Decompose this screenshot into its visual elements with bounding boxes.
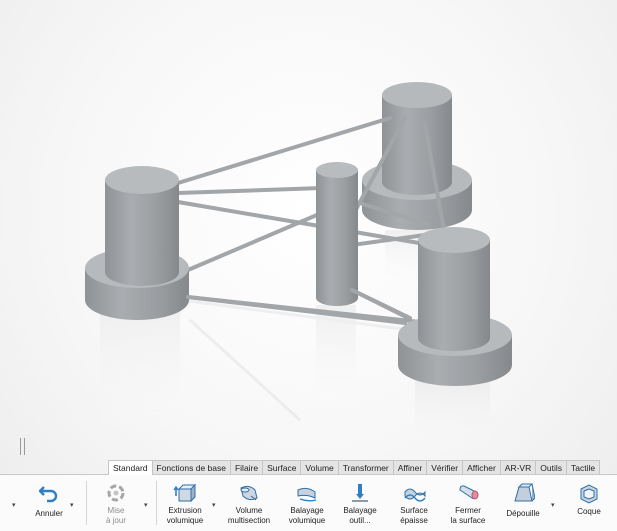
thick-surface-label: Surface épaisse <box>400 506 428 525</box>
shell-icon <box>576 481 602 505</box>
tab-tactile[interactable]: Tactile <box>565 460 601 475</box>
loft-icon <box>236 481 262 505</box>
draft-button[interactable]: Dépouille <box>500 475 546 531</box>
pillar-front-right <box>398 227 512 386</box>
separator <box>86 481 87 525</box>
close-surface-button[interactable]: Fermer la surface <box>446 475 490 531</box>
update-cycle-icon <box>103 481 129 505</box>
thick-surface-button[interactable]: Surface épaisse <box>392 475 436 531</box>
draft-dropdown-arrow[interactable]: ▾ <box>551 502 555 509</box>
undo-dropdown-arrow[interactable]: ▾ <box>70 502 74 509</box>
sweep-tool-button[interactable]: Balayage outil... <box>340 475 380 531</box>
draft-icon <box>510 481 536 505</box>
update-dropdown-arrow[interactable]: ▾ <box>144 502 148 509</box>
tab-standard[interactable]: Standard <box>108 460 153 475</box>
front-rods <box>186 288 412 325</box>
sweep-label: Balayage volumique <box>288 506 326 525</box>
update-label: Mise à jour <box>105 506 126 525</box>
left-dropdown-arrow[interactable]: ▾ <box>12 502 16 509</box>
pillar-middle <box>316 162 358 306</box>
tab-affiner[interactable]: Affiner <box>392 460 428 475</box>
shell-label: Coque <box>577 507 601 516</box>
tab-verifier[interactable]: Vérifier <box>426 460 464 475</box>
extrude-label: Extrusion volumique <box>166 506 204 525</box>
extrude-icon <box>172 481 198 505</box>
pillar-left <box>85 166 189 320</box>
undo-arrow-icon <box>36 481 62 505</box>
loft-label: Volume multisection <box>227 506 271 525</box>
sweep-button[interactable]: Balayage volumique <box>284 475 330 531</box>
extrude-dropdown-arrow[interactable]: ▾ <box>212 502 216 509</box>
shell-button[interactable]: Coque <box>570 475 608 531</box>
ribbon-toolbar: ▾ Annuler ▾ Mise à jour ▾ <box>0 474 617 531</box>
tab-fonctions-de-base[interactable]: Fonctions de base <box>151 460 231 475</box>
loft-button[interactable]: Volume multisection <box>226 475 272 531</box>
update-button[interactable]: Mise à jour <box>98 475 134 531</box>
sweep-icon <box>294 481 320 505</box>
tab-surface[interactable]: Surface <box>262 460 302 475</box>
tab-ar-vr[interactable]: AR-VR <box>499 460 537 475</box>
model-render <box>85 82 512 458</box>
sweep-tool-icon <box>347 481 373 505</box>
thick-surface-icon <box>401 481 427 505</box>
panel-collapse-handle[interactable] <box>20 438 25 455</box>
close-surface-icon <box>455 481 481 505</box>
tab-afficher[interactable]: Afficher <box>462 460 501 475</box>
undo-button[interactable]: Annuler <box>32 475 66 531</box>
extrude-button[interactable]: Extrusion volumique <box>162 475 208 531</box>
tab-filaire[interactable]: Filaire <box>229 460 264 475</box>
tab-outils[interactable]: Outils <box>535 460 567 475</box>
sweep-tool-label: Balayage outil... <box>343 506 377 525</box>
tab-transformer[interactable]: Transformer <box>337 460 394 475</box>
tab-volume[interactable]: Volume <box>300 460 339 475</box>
close-surface-label: Fermer la surface <box>450 506 486 525</box>
3d-viewport[interactable] <box>0 0 617 458</box>
ribbon-tabs: Standard Fonctions de base Filaire Surfa… <box>108 460 601 475</box>
draft-label: Dépouille <box>506 509 540 518</box>
separator <box>156 481 157 525</box>
undo-label: Annuler <box>35 509 63 518</box>
